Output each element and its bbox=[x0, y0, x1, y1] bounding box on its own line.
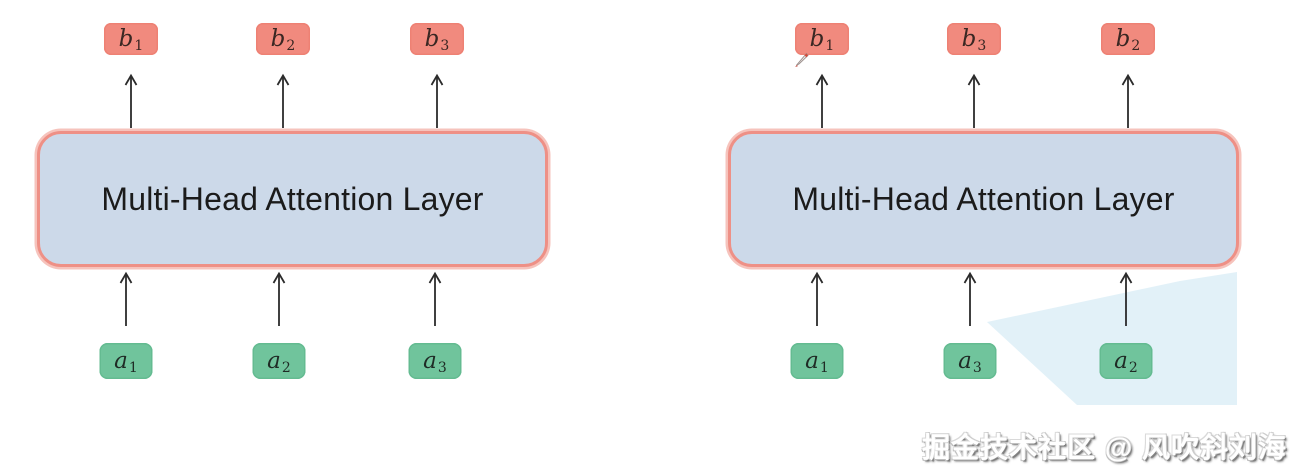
up-arrow-icon bbox=[1121, 73, 1135, 128]
layer-label: Multi-Head Attention Layer bbox=[792, 180, 1175, 217]
node-subscript: 2 bbox=[1131, 38, 1141, 54]
node-label: a bbox=[114, 347, 128, 374]
node-label: a bbox=[1114, 347, 1128, 374]
node-label: a bbox=[423, 347, 437, 374]
watermark-text: 掘金技术社区 @ 风吹斜刘海 bbox=[922, 432, 1287, 463]
node-subscript: 1 bbox=[128, 360, 138, 376]
node-subscript: 3 bbox=[440, 38, 450, 54]
pen-cursor-icon bbox=[794, 52, 810, 73]
up-arrow-icon bbox=[124, 73, 138, 128]
up-arrow-icon bbox=[428, 271, 442, 326]
up-arrow-icon bbox=[119, 271, 133, 326]
up-arrow-icon bbox=[815, 73, 829, 128]
node-label: a bbox=[958, 347, 972, 374]
node-label: b bbox=[270, 25, 286, 52]
node-label: a bbox=[267, 347, 281, 374]
node-subscript: 1 bbox=[819, 360, 829, 376]
node-label: b bbox=[961, 25, 977, 52]
node-subscript: 1 bbox=[825, 38, 835, 54]
up-arrow-icon bbox=[276, 73, 290, 128]
node-subscript: 3 bbox=[437, 360, 447, 376]
multi-head-attention-layer-box: Multi-Head Attention Layer bbox=[728, 131, 1239, 267]
node-label: b bbox=[118, 25, 134, 52]
up-arrow-icon bbox=[967, 73, 981, 128]
node-subscript: 2 bbox=[286, 38, 296, 54]
node-label: a bbox=[805, 347, 819, 374]
node-label: b bbox=[809, 25, 825, 52]
layer-label: Multi-Head Attention Layer bbox=[101, 180, 484, 217]
node-subscript: 1 bbox=[134, 38, 144, 54]
up-arrow-icon bbox=[272, 271, 286, 326]
node-subscript: 2 bbox=[1128, 360, 1138, 376]
up-arrow-icon bbox=[430, 73, 444, 128]
node-subscript: 3 bbox=[972, 360, 982, 376]
up-arrow-icon bbox=[810, 271, 824, 326]
node-label: b bbox=[424, 25, 440, 52]
node-subscript: 3 bbox=[977, 38, 987, 54]
node-label: b bbox=[1115, 25, 1131, 52]
up-arrow-icon bbox=[1119, 271, 1133, 326]
node-subscript: 2 bbox=[281, 360, 291, 376]
up-arrow-icon bbox=[963, 271, 977, 326]
multi-head-attention-layer-box: Multi-Head Attention Layer bbox=[37, 131, 548, 267]
